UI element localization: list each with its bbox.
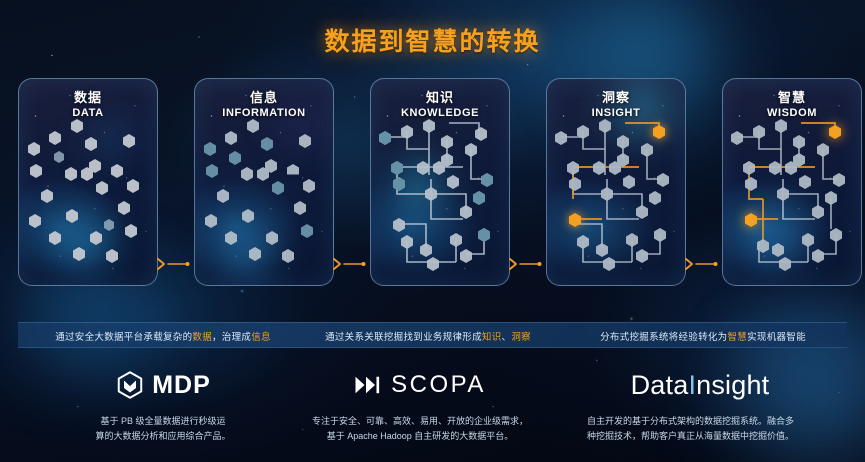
band-highlight-knowledge: 知识 [481,332,502,343]
caption-line: 种挖掘技术，帮助客户真正从海量数据中挖掘价值。 [586,431,794,441]
card-title-en: DATA [72,107,104,119]
card-title-cn: 洞察 [601,90,630,105]
product-logo-datainsight[interactable]: DataInsight [570,362,830,408]
band-segment-wisdom: 分布式挖掘系统将经验转化为智慧实现机器智能 [558,323,848,349]
card-diagram-knowledge-network [379,119,493,271]
band-segment-data: 通过安全大数据平台承载复杂的数据，治理成信息 [18,323,308,349]
stage-card-wisdom[interactable]: 智慧 WISDOM [722,78,862,286]
arrow-knowledge-to-insight [509,258,542,270]
stage-card-information[interactable]: 信息 INFORMATION [194,78,334,286]
card-diagram-insight-network [555,119,669,271]
card-title-en: INSIGHT [591,107,641,119]
band-text: 、 [501,332,512,343]
card-title-en: INFORMATION [222,107,306,119]
card-header-insight: 洞察 INSIGHT [547,87,685,119]
band-highlight-information: 信息 [251,332,271,343]
arrow-information-to-knowledge [333,258,366,270]
caption-mdp: 基于 PB 级全量数据进行秒级运 算的大数据分析和应用综合产品。 [58,414,268,444]
card-title-cn: 信息 [249,90,278,105]
card-title-en: WISDOM [766,107,818,119]
arrow-data-to-information [157,258,190,270]
datainsight-word-insight: nsight [696,369,770,400]
band-highlight-insight: 洞察 [511,332,531,343]
stage-card-insight[interactable]: 洞察 INSIGHT [546,78,686,286]
caption-datainsight: 自主开发的基于分布式架构的数据挖掘系统。融合多 种挖掘技术，帮助客户真正从海量数… [568,414,813,444]
band-text: ，治理成 [212,332,252,343]
card-header-wisdom: 智慧 WISDOM [723,87,861,119]
band-text: 实现机器智能 [747,332,806,343]
card-title-cn: 智慧 [777,90,806,105]
card-header-information: 信息 INFORMATION [195,87,333,119]
page-title: 数据到智慧的转换 [324,28,541,56]
caption-line: 基于 Apache Hadoop 自主研发的大数据平台。 [326,431,514,441]
band-text: 通过关系关联挖掘找到业务规律形成 [325,332,482,343]
band-text: 分布式挖掘系统将经验转化为 [600,332,728,343]
band-segment-knowledge: 通过关系关联挖掘找到业务规律形成知识、洞察 [293,323,563,349]
stage-card-data[interactable]: 数据 DATA [18,78,158,286]
datainsight-accent-letter: I [688,369,697,400]
card-diagram-data-nodes [28,119,139,263]
card-header-knowledge: 知识 KNOWLEDGE [371,87,509,119]
arrow-insight-to-wisdom [685,258,718,270]
band-highlight-wisdom: 智慧 [727,332,748,343]
caption-scopa: 专注于安全、可靠、高效、易用、开放的企业级需求， 基于 Apache Hadoo… [300,414,540,444]
card-diagram-information-nodes [204,119,315,263]
card-title-cn: 数据 [73,90,102,105]
mdp-wordmark: MDP [152,370,211,399]
card-title-en: KNOWLEDGE [400,107,480,119]
caption-line: 专注于安全、可靠、高效、易用、开放的企业级需求， [311,416,528,426]
band-text: 通过安全大数据平台承载复杂的 [55,332,193,343]
caption-line: 算的大数据分析和应用综合产品。 [95,431,231,441]
datainsight-word-data: Data [630,369,689,400]
stage-cards-row: 数据 DATA [0,78,865,288]
product-captions-row: 基于 PB 级全量数据进行秒级运 算的大数据分析和应用综合产品。 专注于安全、可… [0,414,865,454]
caption-line: 基于 PB 级全量数据进行秒级运 [100,416,226,426]
stage-card-knowledge[interactable]: 知识 KNOWLEDGE [370,78,510,286]
product-logo-mdp[interactable]: MDP [38,362,288,408]
card-header-data: 数据 DATA [19,87,157,119]
mdp-hexagon-icon [117,371,143,399]
scopa-wordmark: SCOPA [391,371,486,398]
card-diagram-wisdom-network [731,119,845,271]
band-highlight-data: 数据 [192,332,212,343]
caption-line: 自主开发的基于分布式架构的数据挖掘系统。融合多 [586,416,794,426]
product-logos-row: MDP SCOPA DataInsight [0,362,865,408]
scopa-mark-icon [355,376,380,394]
description-band: 通过安全大数据平台承载复杂的数据，治理成信息 通过关系关联挖掘找到业务规律形成知… [18,322,847,348]
card-title-cn: 知识 [425,90,454,105]
datainsight-wordmark: DataInsight [631,370,770,401]
product-logo-scopa[interactable]: SCOPA [295,362,545,408]
